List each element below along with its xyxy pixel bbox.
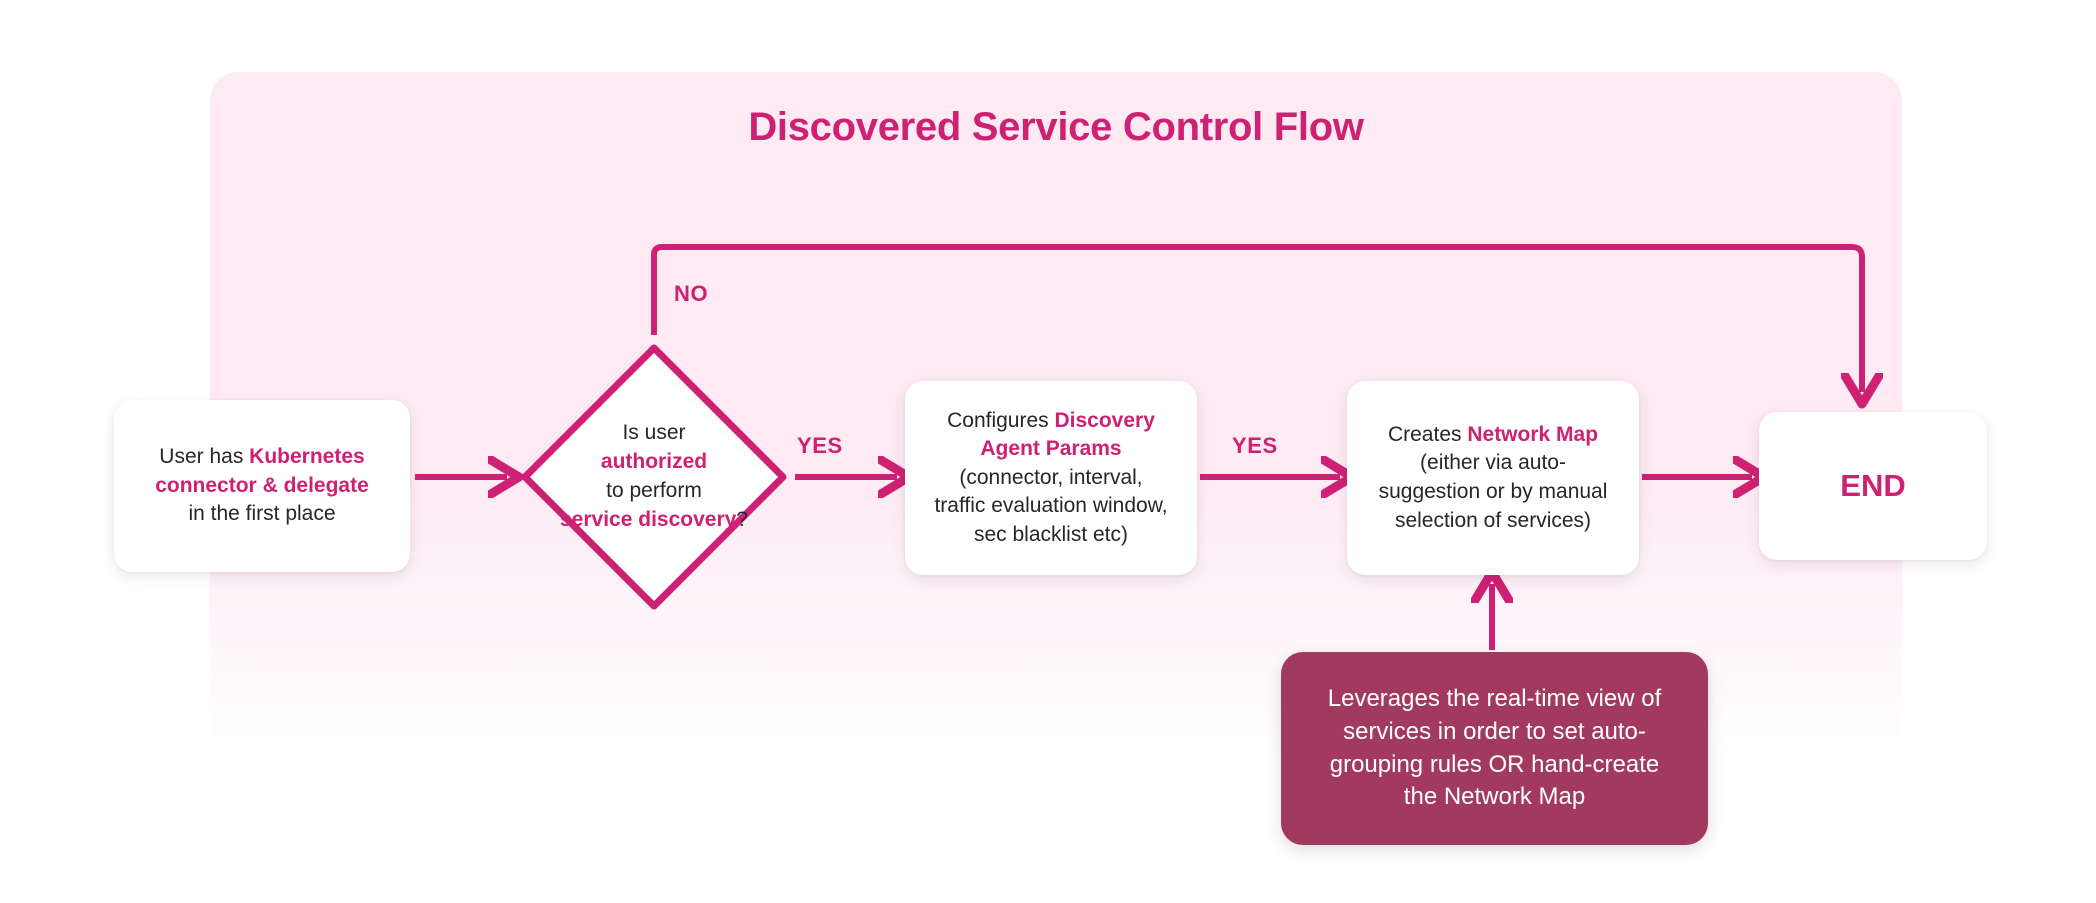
edge-label-yes-params: YES <box>1232 433 1278 458</box>
node-end[interactable]: END <box>1759 412 1987 560</box>
diagram-title: Discovered Service Control Flow <box>748 105 1364 149</box>
edge-label-yes-authorized: YES <box>797 433 843 458</box>
edge-label-no: NO <box>674 281 709 306</box>
node-end-label: END <box>1840 467 1906 503</box>
diamond-shape <box>521 344 787 610</box>
node-creates-network-map[interactable]: Creates Network Map(either via auto-sugg… <box>1347 381 1639 575</box>
node-netmap-text: Creates Network Map(either via auto-sugg… <box>1378 422 1608 532</box>
